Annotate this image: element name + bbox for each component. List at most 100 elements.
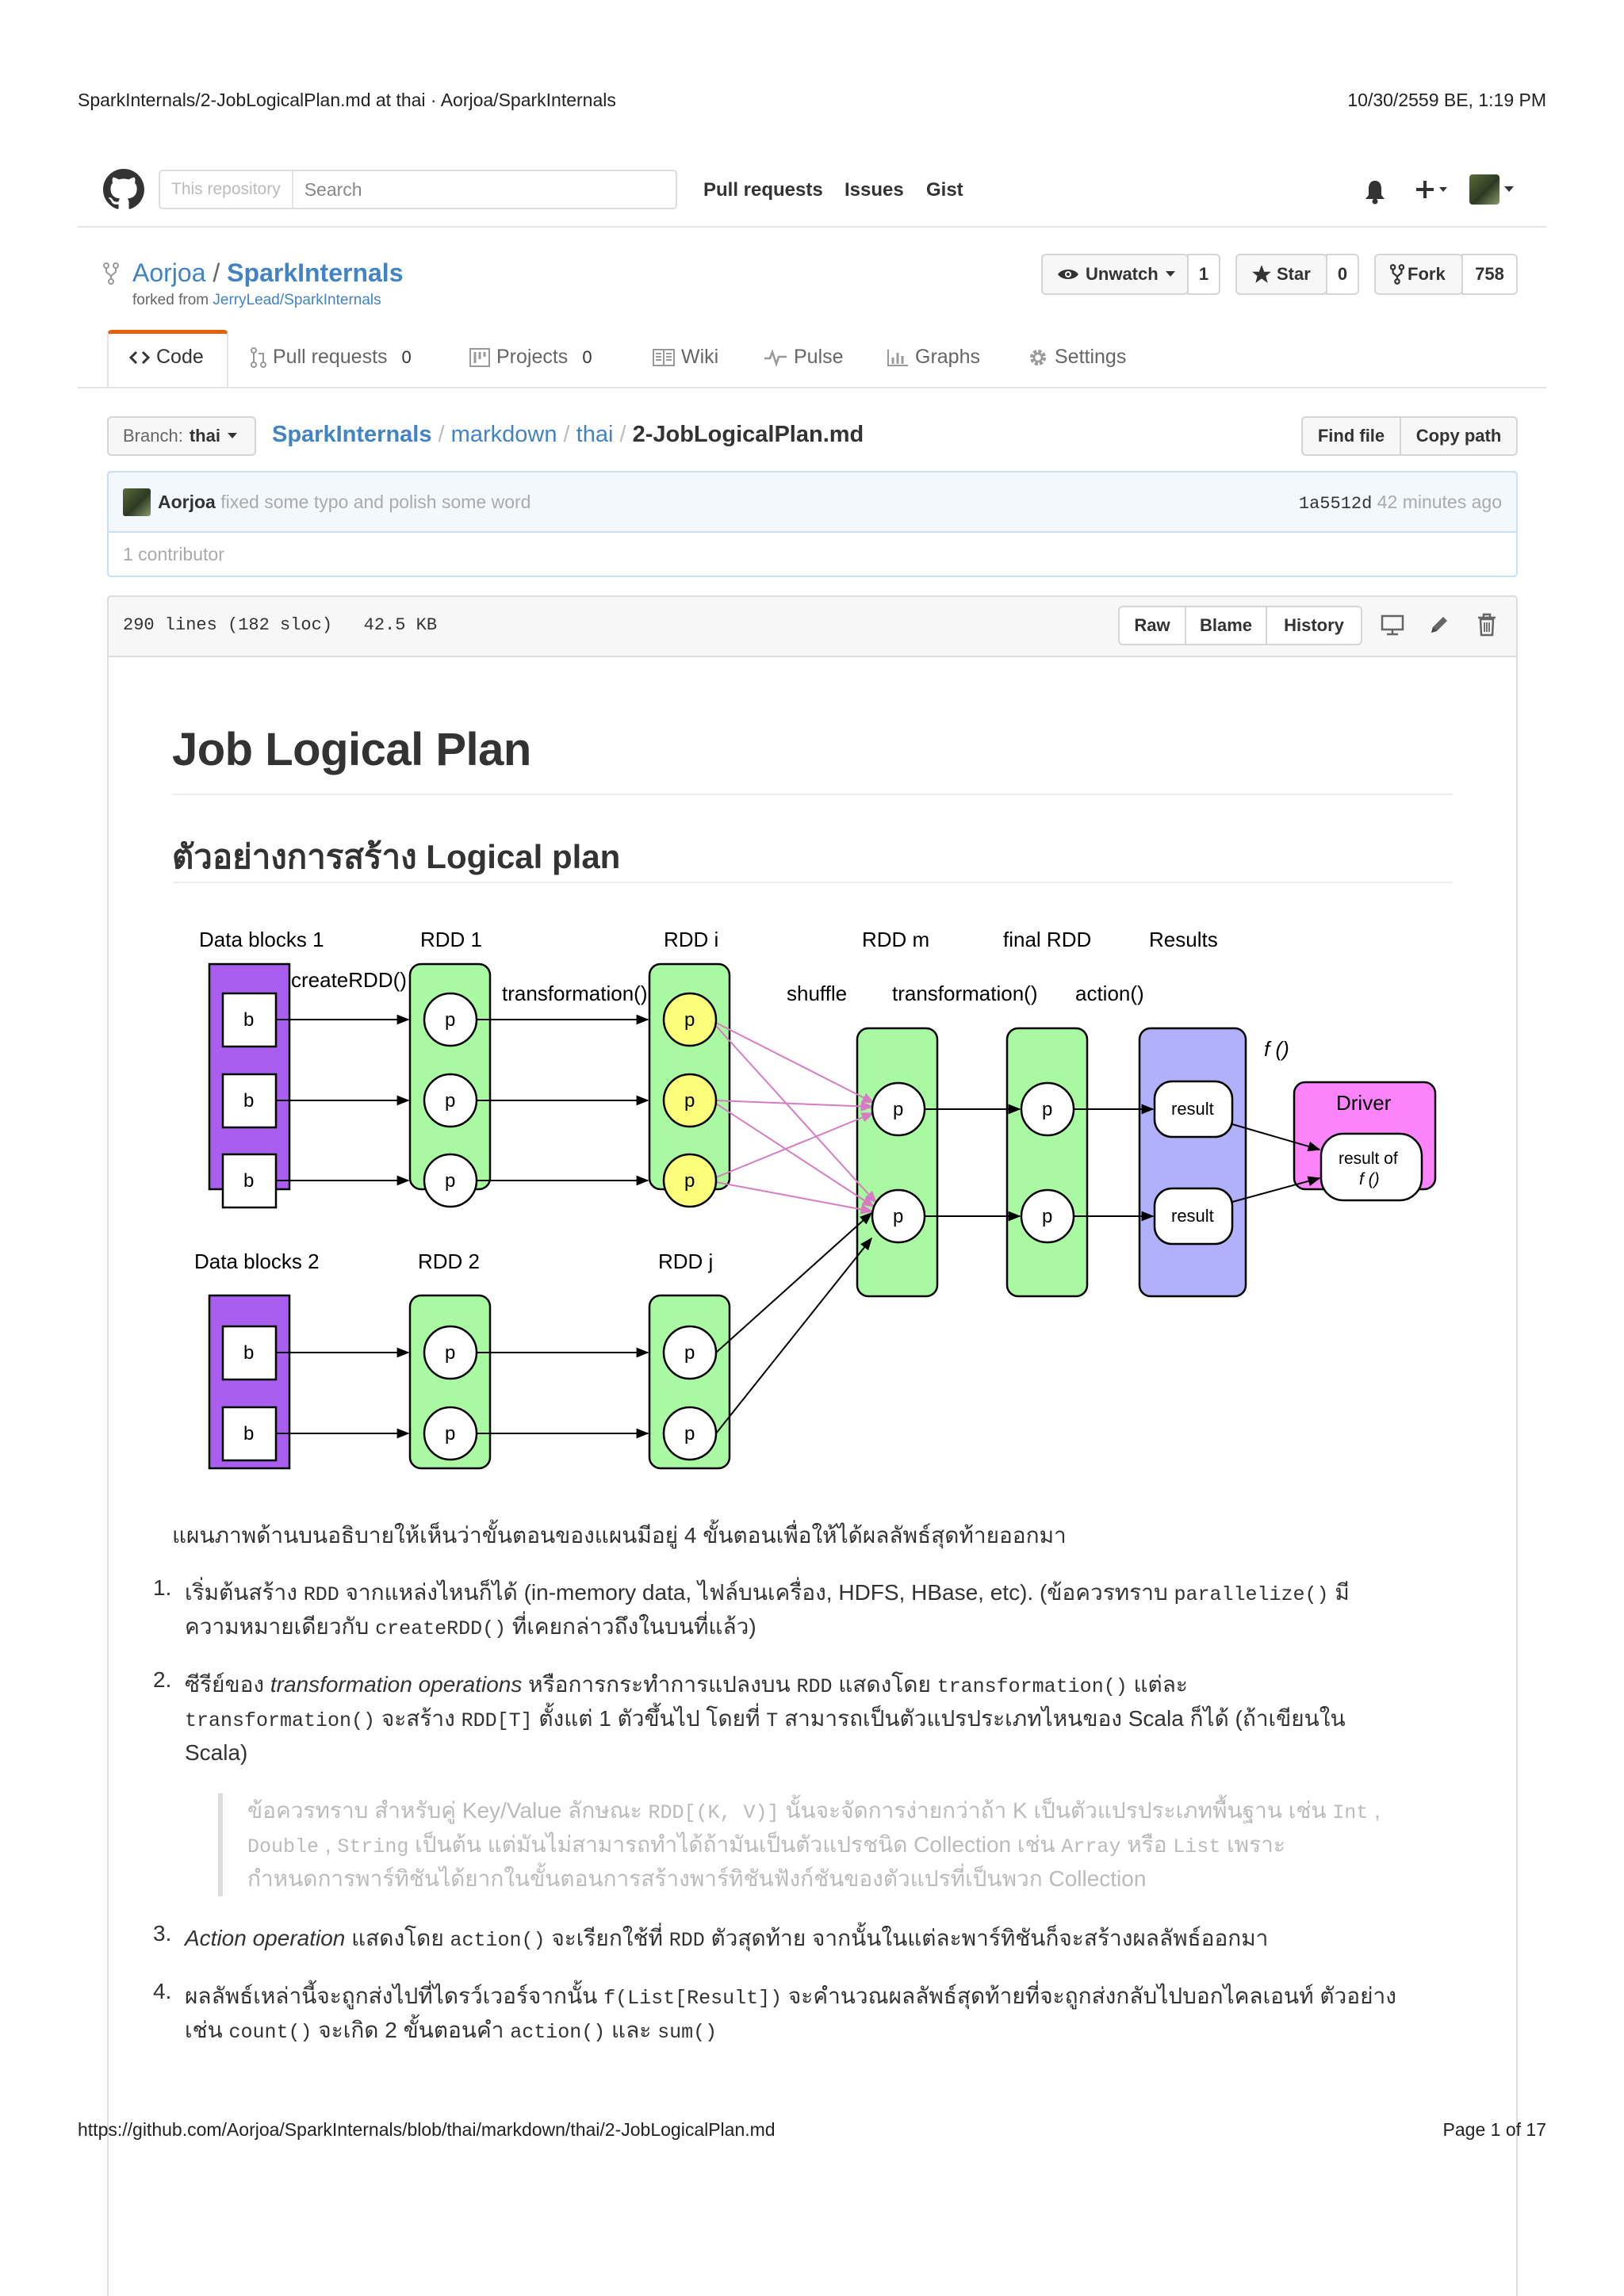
list-number: 1. <box>153 1575 172 1600</box>
wiki-book-icon <box>653 348 675 366</box>
tab-graphs-label: Graphs <box>915 346 980 368</box>
desktop-icon[interactable] <box>1381 614 1404 637</box>
tab-pull-requests-label: Pull requests <box>273 346 388 368</box>
pencil-icon[interactable] <box>1428 614 1450 636</box>
copy-path-button[interactable]: Copy path <box>1400 416 1518 456</box>
partition-label: p <box>445 1009 455 1031</box>
github-logo-icon[interactable] <box>103 169 144 210</box>
blame-button[interactable]: Blame <box>1185 606 1267 645</box>
tab-graphs[interactable]: Graphs <box>887 346 980 369</box>
label-results: Results <box>1149 928 1218 951</box>
breadcrumb-markdown[interactable]: markdown <box>450 422 557 447</box>
tab-projects-label: Projects <box>496 346 569 368</box>
history-button[interactable]: History <box>1266 606 1362 645</box>
result-box <box>1153 1080 1234 1138</box>
partition-label: p <box>893 1206 903 1227</box>
tab-pulse-label: Pulse <box>794 346 844 368</box>
unwatch-button[interactable]: Unwatch <box>1041 254 1189 295</box>
tab-wiki-label: Wiki <box>681 346 719 368</box>
branch-select-button[interactable]: Branch: thai <box>107 416 256 456</box>
breadcrumb-root[interactable]: SparkInternals <box>272 422 432 447</box>
list-item: 4. ผลลัพธ์เหล่านี้จะถูกส่งไปที่ไดรว์เวอร… <box>153 1979 1396 2044</box>
commit-author-avatar[interactable] <box>123 488 151 516</box>
results-container <box>1138 1027 1247 1298</box>
notification-bell-icon[interactable] <box>1363 179 1387 205</box>
tab-wiki[interactable]: Wiki <box>653 346 718 369</box>
tab-pulse[interactable]: Pulse <box>764 346 844 369</box>
commit-meta: 1a5512d 42 minutes ago <box>1299 492 1502 514</box>
search-box[interactable]: This repository Search <box>159 170 677 209</box>
breadcrumb-thai[interactable]: thai <box>576 422 614 447</box>
code-icon <box>129 350 150 365</box>
find-file-button[interactable]: Find file <box>1301 416 1401 456</box>
partition <box>662 1406 718 1461</box>
repo-owner-link[interactable]: Aorjoa <box>132 258 206 287</box>
user-avatar[interactable] <box>1469 174 1500 205</box>
result-label: result <box>1171 1206 1214 1226</box>
tab-code[interactable]: Code <box>129 346 204 369</box>
data-block <box>221 1153 278 1209</box>
partition-label: p <box>445 1170 455 1192</box>
fork-button[interactable]: Fork <box>1374 254 1463 295</box>
h1-underline <box>172 794 1453 795</box>
trash-icon[interactable] <box>1477 613 1497 637</box>
print-url: https://github.com/Aorjoa/SparkInternals… <box>78 2119 776 2140</box>
search-input[interactable]: Search <box>304 178 362 200</box>
breadcrumb-current-file: 2-JobLogicalPlan.md <box>632 422 864 447</box>
label-data-blocks-1: Data blocks 1 <box>199 928 324 951</box>
fork-icon <box>1390 264 1404 285</box>
pulse-icon <box>764 348 787 366</box>
partition-label: p <box>445 1423 455 1445</box>
partition-label: p <box>684 1170 695 1192</box>
forked-from-link[interactable]: JerryLead/SparkInternals <box>213 292 381 308</box>
header-divider <box>78 226 1546 228</box>
branch-name: thai <box>189 426 220 446</box>
nav-gist[interactable]: Gist <box>926 179 963 201</box>
fork-count[interactable]: 758 <box>1461 254 1518 295</box>
nav-issues[interactable]: Issues <box>845 179 904 201</box>
data-block <box>221 1325 278 1381</box>
tab-code-container <box>107 330 228 388</box>
nav-pull-requests[interactable]: Pull requests <box>703 179 823 201</box>
commit-line: Aorjoa fixed some typo and polish some w… <box>158 492 530 513</box>
tab-code-label: Code <box>156 346 204 368</box>
commit-tease-header <box>107 471 1518 533</box>
tab-pull-requests[interactable]: Pull requests 0 <box>251 346 412 369</box>
page-title: Job Logical Plan <box>172 724 531 775</box>
logical-plan-diagram: Data blocks 1 RDD 1 RDD i RDD m final RD… <box>194 928 1437 1470</box>
avatar-dropdown-caret-icon[interactable] <box>1503 186 1515 193</box>
label-transformation-2: transformation() <box>892 982 1038 1005</box>
label-shuffle: shuffle <box>787 982 847 1005</box>
create-new-plus-icon[interactable] <box>1413 178 1450 201</box>
intro-paragraph: แผนภาพด้านบนอธิบายให้เห็นว่าขั้นตอนของแผ… <box>172 1523 1067 1548</box>
commit-message[interactable]: fixed some typo and polish some word <box>220 492 531 512</box>
breadcrumb-separator: / <box>619 422 626 447</box>
repo-name-link[interactable]: SparkInternals <box>227 258 404 287</box>
partition <box>871 1081 926 1137</box>
driver-result-line-1: result of <box>1339 1150 1398 1168</box>
unwatch-caret-icon <box>1165 270 1176 278</box>
branch-prefix: Branch: <box>123 426 183 446</box>
partition <box>1020 1188 1075 1244</box>
label-rdd-j: RDD j <box>658 1249 713 1273</box>
commit-author[interactable]: Aorjoa <box>158 492 216 512</box>
watch-count[interactable]: 1 <box>1187 254 1220 295</box>
data-block-label: b <box>243 1342 254 1364</box>
file-info: 290 lines (182 sloc) 42.5 KB <box>123 615 437 635</box>
file-size: 42.5 KB <box>363 615 438 635</box>
search-scope-label: This repository <box>160 171 293 208</box>
tab-projects[interactable]: Projects 0 <box>469 346 592 369</box>
data-block <box>221 1406 278 1462</box>
tab-projects-count: 0 <box>582 346 592 367</box>
data-block <box>221 1073 278 1129</box>
star-button[interactable]: Star <box>1235 254 1327 295</box>
partition-label: p <box>893 1099 903 1120</box>
commit-sha[interactable]: 1a5512d <box>1298 494 1373 514</box>
contributors-link[interactable]: 1 contributor <box>123 544 224 564</box>
star-count[interactable]: 0 <box>1326 254 1359 295</box>
data-block-label: b <box>243 1423 254 1445</box>
partition-label: p <box>684 1009 695 1031</box>
raw-button[interactable]: Raw <box>1118 606 1186 645</box>
tab-settings[interactable]: Settings <box>1028 346 1126 369</box>
partition <box>1020 1081 1075 1137</box>
